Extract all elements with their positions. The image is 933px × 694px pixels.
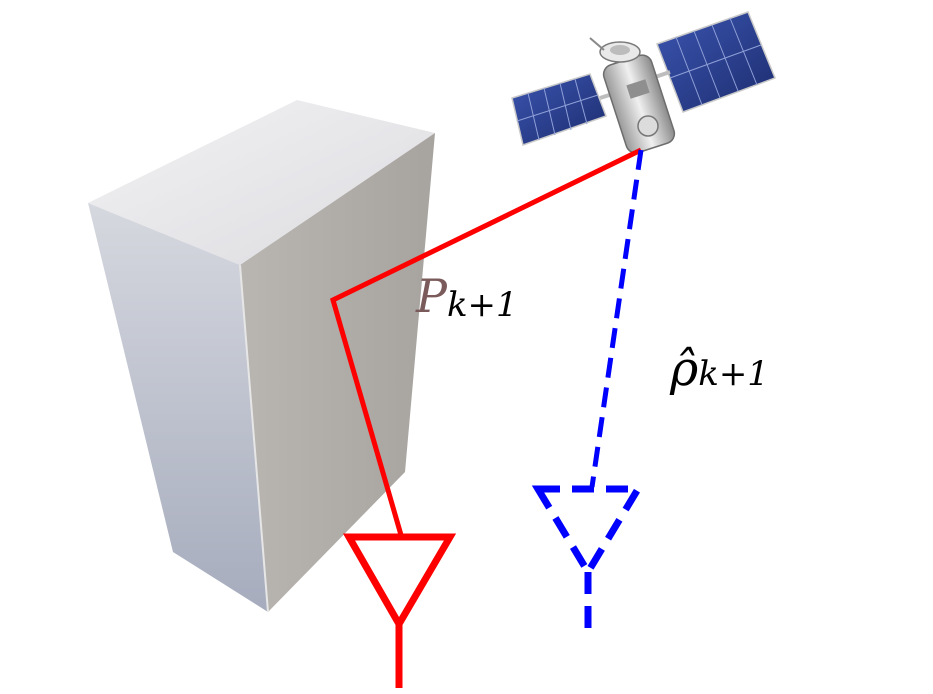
building-front-face	[240, 133, 435, 612]
building-edge	[239, 264, 269, 613]
direct-path-line	[589, 149, 644, 488]
solar-panel-right	[656, 11, 776, 113]
building-top-face	[88, 100, 435, 265]
reflected-path-subscript: k+1	[447, 285, 518, 325]
satellite-icon	[511, 11, 776, 154]
reflected-path-line	[330, 147, 643, 536]
direct-path-subscript: k+1	[698, 354, 769, 394]
direct-path-symbol: ρ̂	[669, 341, 698, 397]
building-left-face	[88, 203, 268, 612]
building-icon	[88, 100, 435, 613]
reflected-path-symbol: P	[415, 269, 448, 323]
direct-path-label: ρ̂k+1	[669, 341, 769, 397]
solar-panel-left	[511, 73, 607, 146]
antenna-icon-true-receiver	[342, 533, 457, 688]
antenna-icon-estimated-receiver	[531, 485, 645, 640]
reflected-path-label: Pk+1	[415, 269, 518, 325]
